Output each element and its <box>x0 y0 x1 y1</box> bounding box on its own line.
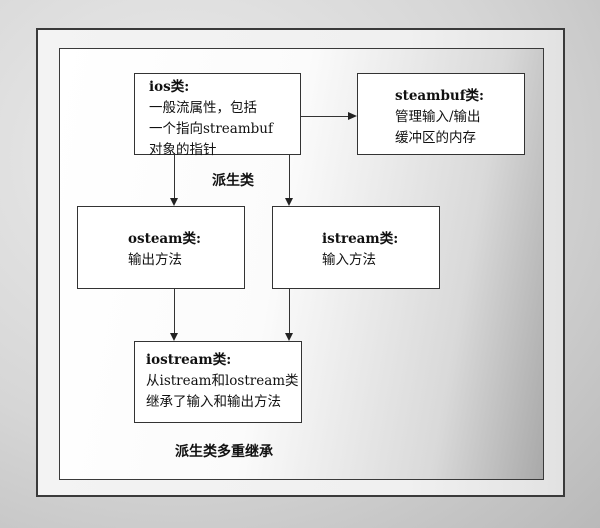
edge-label-derived: 派生类 <box>212 173 254 189</box>
node-ios-line: 对象的指针 <box>149 142 217 158</box>
node-steambuf: steambuf类: 管理输入/输出 缓冲区的内存 <box>357 73 525 155</box>
node-ios-line: 一个指向streambuf <box>149 121 273 137</box>
node-steambuf-line: 管理输入/输出 <box>395 109 481 125</box>
edge-istream-iostream <box>289 289 290 333</box>
arrowhead-icon <box>285 198 293 206</box>
node-iostream-line: 从istream和lostream类 <box>146 373 299 389</box>
node-istream-line: 输入方法 <box>322 252 376 268</box>
node-osteam-line: 输出方法 <box>128 252 182 268</box>
node-steambuf-title: steambuf类: <box>395 88 485 104</box>
node-iostream-line: 继承了输入和输出方法 <box>146 394 281 410</box>
node-steambuf-line: 缓冲区的内存 <box>395 130 476 146</box>
node-ios-line: 一般流属性，包括 <box>149 100 257 116</box>
node-osteam-title: osteam类: <box>128 231 201 247</box>
node-ios-title: ios类: <box>149 79 190 95</box>
diagram-caption: 派生类多重继承 <box>175 444 273 460</box>
node-osteam: osteam类: 输出方法 <box>77 206 245 289</box>
edge-ios-steambuf <box>301 116 349 117</box>
arrowhead-icon <box>170 198 178 206</box>
edge-ios-istream <box>289 155 290 199</box>
node-istream-title: istream类: <box>322 231 399 247</box>
node-iostream-title: iostream类: <box>146 352 232 368</box>
edge-ios-osteam <box>174 155 175 199</box>
arrowhead-icon <box>285 333 293 341</box>
arrowhead-icon <box>348 112 357 120</box>
node-istream: istream类: 输入方法 <box>272 206 440 289</box>
arrowhead-icon <box>170 333 178 341</box>
node-iostream: iostream类: 从istream和lostream类 继承了输入和输出方法 <box>134 341 302 423</box>
node-ios: ios类: 一般流属性，包括 一个指向streambuf 对象的指针 <box>134 73 301 158</box>
edge-osteam-iostream <box>174 289 175 333</box>
